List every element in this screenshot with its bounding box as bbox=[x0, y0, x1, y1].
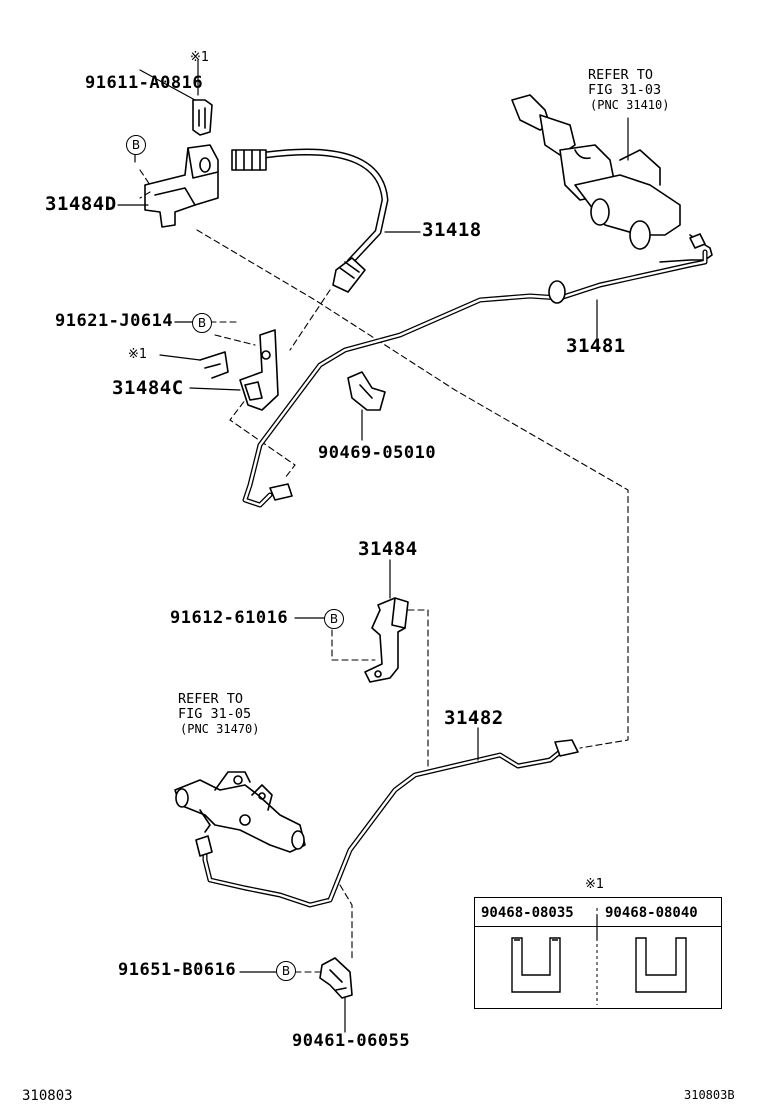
refer-bottom-line2: FIG 31-05 bbox=[178, 706, 252, 722]
bracket-31484d bbox=[144, 144, 219, 228]
refer-top-line3: (PNC 31410) bbox=[590, 98, 670, 112]
release-cylinder-bottom bbox=[174, 771, 306, 853]
label-91611-a0816: 91611-A0816 bbox=[85, 73, 204, 93]
note-1-31484c-clip: ※1 bbox=[128, 347, 148, 362]
leader-lines bbox=[117, 59, 629, 1033]
u-clip-90468-08035 bbox=[511, 937, 561, 993]
label-91621-j0614: 91621-J0614 bbox=[55, 311, 174, 331]
b-symbol-91612: B bbox=[324, 609, 344, 629]
clip-table: 90468-08035 90468-08040 bbox=[474, 897, 722, 1009]
footer-right-code: 310803B bbox=[684, 1088, 735, 1102]
clip-table-note: ※1 bbox=[585, 877, 605, 892]
bracket-31484 bbox=[364, 597, 409, 683]
clip-top bbox=[192, 99, 213, 136]
label-90461-06055: 90461-06055 bbox=[292, 1031, 411, 1051]
bracket-31484c bbox=[199, 329, 279, 411]
label-31418: 31418 bbox=[422, 219, 482, 241]
label-90469-05010: 90469-05010 bbox=[318, 443, 437, 463]
clip-table-col2-header: 90468-08040 bbox=[605, 905, 698, 921]
grommet-90469 bbox=[347, 371, 386, 411]
label-91651-b0616: 91651-B0616 bbox=[118, 960, 237, 980]
b-symbol-91621: B bbox=[192, 313, 212, 333]
refer-top-line1: REFER TO bbox=[588, 67, 654, 83]
b-symbol-91651: B bbox=[276, 961, 296, 981]
note-1-top-clip: ※1 bbox=[190, 50, 210, 65]
label-31481: 31481 bbox=[566, 335, 626, 357]
label-31484d: 31484D bbox=[45, 193, 117, 215]
master-cylinder-top bbox=[511, 94, 713, 263]
clip-table-header-divider bbox=[475, 926, 721, 927]
footer-left-code: 310803 bbox=[22, 1088, 73, 1104]
flexible-hose-31418 bbox=[231, 148, 389, 293]
pipe-31482 bbox=[195, 739, 579, 908]
label-31482: 31482 bbox=[444, 707, 504, 729]
label-31484: 31484 bbox=[358, 538, 418, 560]
b-symbol-91611: B bbox=[126, 135, 146, 155]
refer-bottom-line3: (PNC 31470) bbox=[180, 722, 260, 736]
label-91612-61016: 91612-61016 bbox=[170, 608, 289, 628]
pipe-31481 bbox=[242, 233, 708, 508]
refer-bottom-line1: REFER TO bbox=[178, 691, 244, 707]
clip-table-col1-header: 90468-08035 bbox=[481, 905, 574, 921]
label-31484c: 31484C bbox=[112, 377, 184, 399]
clamp-90461 bbox=[319, 957, 353, 999]
u-clip-90468-08040 bbox=[635, 937, 687, 993]
refer-top-line2: FIG 31-03 bbox=[588, 82, 662, 98]
